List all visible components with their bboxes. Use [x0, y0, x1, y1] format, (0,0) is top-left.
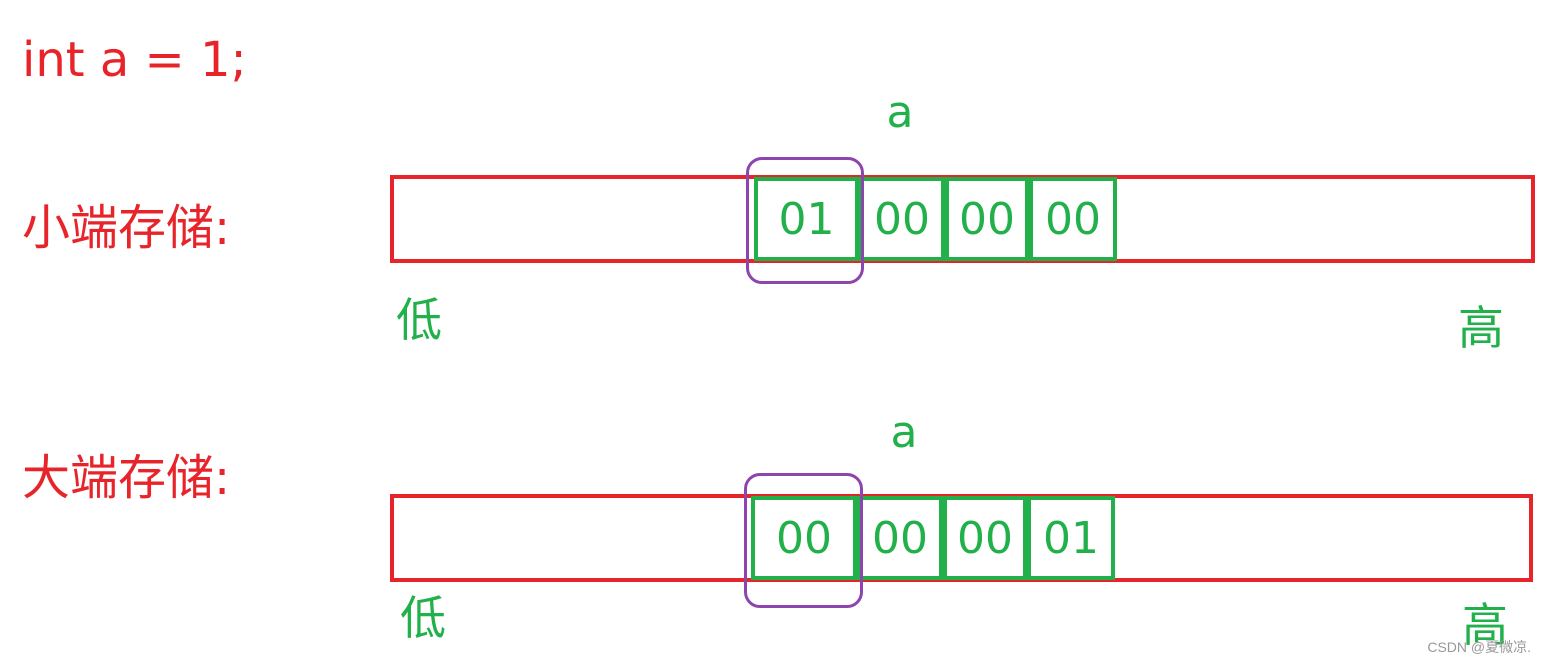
little-endian-byte-1: 00	[859, 177, 945, 261]
watermark: CSDN @夏微凉.	[1427, 639, 1531, 655]
little-endian-byte-0: 01	[754, 177, 859, 261]
big-endian-variable-label: a	[890, 407, 918, 458]
little-endian-byte-3: 00	[1029, 177, 1117, 261]
big-endian-byte-2: 00	[943, 496, 1027, 580]
little-endian-tail-line	[1117, 259, 1199, 262]
code-statement: int a = 1;	[22, 32, 247, 88]
big-endian-byte-3: 01	[1027, 496, 1115, 580]
little-endian-low-address-label: 低	[396, 293, 442, 347]
big-endian-byte-1: 00	[857, 496, 943, 580]
big-endian-label: 大端存储:	[22, 450, 231, 506]
big-endian-tail-line	[1115, 578, 1199, 581]
little-endian-high-address-label: 高	[1458, 301, 1504, 355]
big-endian-byte-0: 00	[751, 496, 857, 580]
little-endian-byte-2: 00	[945, 177, 1029, 261]
big-endian-lowest-byte-highlight	[744, 473, 863, 608]
big-endian-low-address-label: 低	[400, 591, 446, 645]
little-endian-lowest-byte-highlight	[746, 157, 864, 284]
little-endian-variable-label: a	[886, 87, 914, 138]
big-endian-high-address-label: 高	[1462, 598, 1508, 652]
little-endian-label: 小端存储:	[22, 200, 231, 256]
